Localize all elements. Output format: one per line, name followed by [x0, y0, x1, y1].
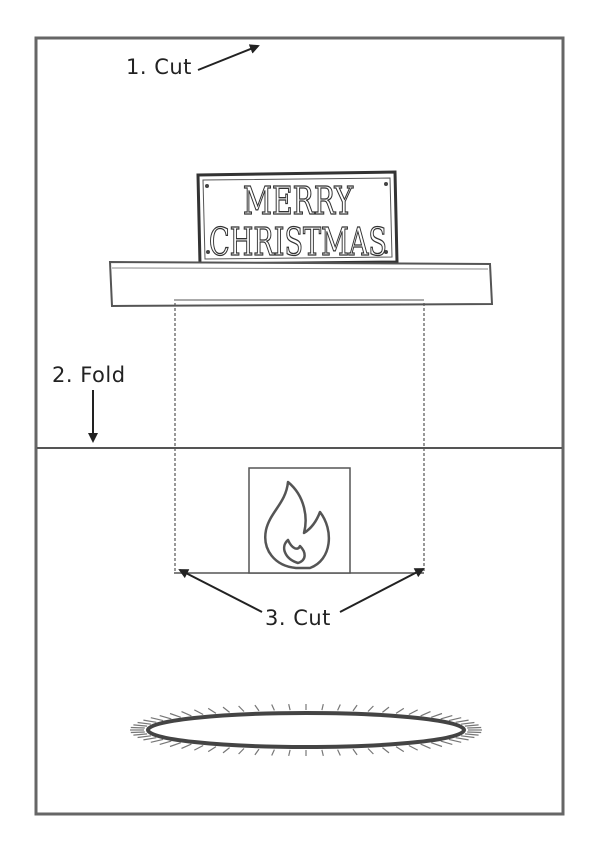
rug-fringe-strand	[382, 747, 390, 754]
rug-fringe-strand	[150, 738, 164, 743]
rug-fringe-strand	[222, 706, 230, 713]
rug-fringe-strand	[395, 746, 405, 753]
cut-arrow-top	[197, 44, 260, 71]
step-3-cut-label: 3. Cut	[265, 606, 331, 630]
rug-fringe-strand	[352, 704, 358, 712]
rug-fringe-strand	[460, 721, 475, 725]
rug-fringe-strand	[367, 705, 374, 712]
rug-fringe-strand	[288, 703, 291, 711]
rug-fringe-strand	[254, 748, 260, 756]
cut-arrow-right	[339, 568, 425, 613]
firebox	[248, 467, 351, 574]
rug-fringe-strand	[254, 704, 260, 712]
rug-fringe-strand	[382, 706, 390, 713]
rug-fringe-strand	[143, 737, 157, 741]
cut-arrow-left	[178, 569, 263, 613]
rug-fringe-strand	[367, 748, 374, 755]
rug-fringe-strand	[321, 703, 324, 711]
rug-fringe-strand	[455, 719, 469, 723]
rug-fringe-strand	[194, 709, 204, 716]
rug-fringe-strand	[440, 715, 453, 720]
rug-fringe-strand	[271, 749, 275, 756]
rug-fringe-strand	[159, 740, 172, 745]
rug-fringe-strand	[130, 726, 145, 729]
rug-fringe-strand	[464, 733, 479, 736]
rug-fringe-strand	[169, 742, 181, 748]
rug-fringe-strand	[238, 748, 245, 755]
step-2-fold-label: 2. Fold	[52, 363, 126, 387]
rug-fringe-strand	[271, 704, 275, 711]
rug-fringe-strand	[420, 743, 431, 749]
rug-fringe-strand	[448, 717, 462, 722]
rug-fringe-strand	[467, 726, 482, 729]
rug-fringe-strand	[143, 719, 157, 723]
rug-fringe-strand	[181, 711, 192, 717]
rug-fringe-strand	[207, 746, 217, 753]
rug-fringe-strand	[464, 724, 479, 727]
card-border	[34, 36, 565, 816]
rug-fringe-strand	[455, 737, 469, 741]
mantel-board	[108, 260, 494, 308]
rug-fringe-strand	[181, 743, 192, 749]
rug-fringe-strand	[159, 715, 172, 720]
rug-fringe-strand	[321, 749, 324, 757]
rug-fringe-strand	[440, 740, 453, 745]
step-1-cut-label: 1. Cut	[126, 55, 192, 79]
rug-fringe-strand	[431, 712, 443, 718]
rug-fringe-strand	[352, 748, 358, 756]
rug-fringe-strand	[150, 717, 164, 722]
rug-icon	[130, 703, 482, 757]
rug-fringe-strand	[137, 721, 152, 725]
rug-fringe-strand	[460, 735, 475, 739]
rug-fringe-strand	[288, 749, 291, 757]
rug-fringe-strand	[238, 705, 245, 712]
rug-fringe-strand	[194, 744, 204, 751]
rug-fringe-strand	[133, 733, 148, 736]
rug-fringe-strand	[222, 747, 230, 754]
rug-fringe-strand	[130, 731, 145, 734]
rug-fringe-strand	[169, 712, 181, 718]
rug-fringe-strand	[467, 731, 482, 734]
rug-fringe-strand	[395, 707, 405, 714]
rug-fringe-strand	[408, 744, 418, 751]
flame-icon	[264, 480, 331, 570]
merry-christmas-sign: MERRY CHRISTMAS	[196, 170, 399, 266]
rug-fringe-strand	[448, 738, 462, 743]
rug-fringe-strand	[420, 711, 431, 717]
sign-line-2: CHRISTMAS	[209, 220, 387, 264]
sign-line-1: MERRY	[243, 179, 354, 223]
rug-fringe-strand	[337, 704, 341, 711]
rug-fringe-strand	[431, 742, 443, 748]
rug-fringe-strand	[408, 709, 418, 716]
rug-fringe-strand	[137, 735, 152, 739]
rug-fringe-strand	[133, 724, 148, 727]
rug-fringe-strand	[337, 749, 341, 756]
rug-fringe-strand	[207, 707, 217, 714]
